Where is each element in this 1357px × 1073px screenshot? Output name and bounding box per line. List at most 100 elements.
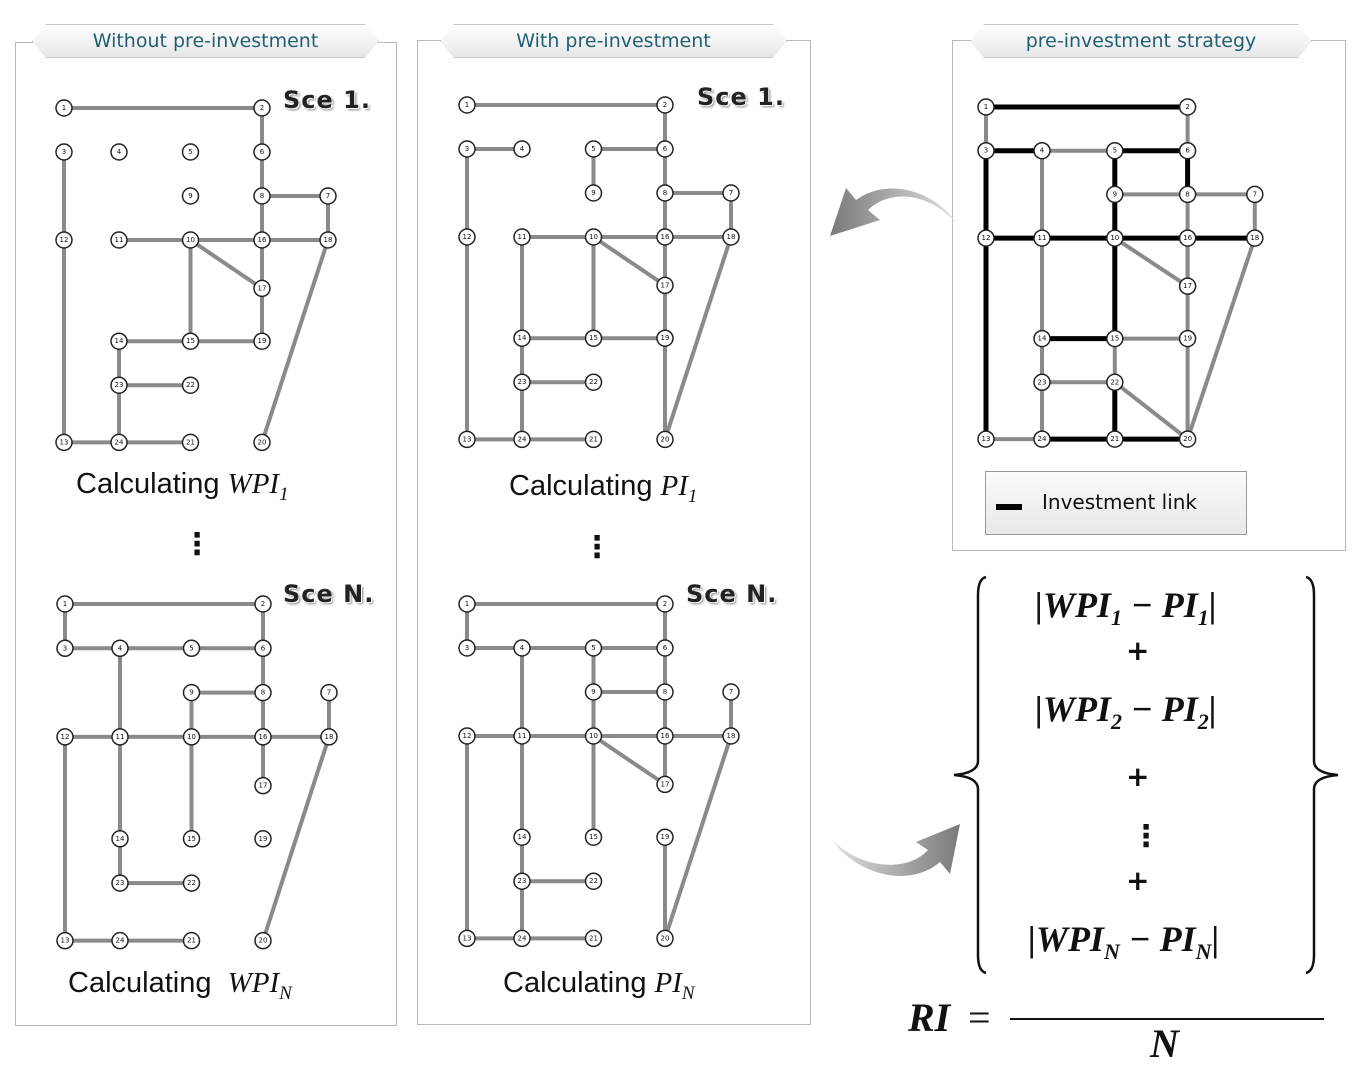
node-11: 11: [111, 728, 129, 746]
node-circle: [513, 828, 531, 846]
scenario-label-without-N: Sce N.: [283, 580, 375, 608]
node-label: 13: [463, 934, 472, 942]
node-17: 17: [656, 775, 674, 794]
node-16: 16: [656, 228, 674, 246]
node-23: 23: [513, 872, 531, 890]
node-circle: [181, 187, 200, 205]
node-10: 10: [584, 228, 603, 246]
node-circle: [253, 187, 271, 205]
node-label: 5: [189, 644, 193, 652]
node-circle: [181, 332, 200, 350]
tab-with-preinvestment: With pre-investment: [440, 24, 787, 58]
node-label: 3: [465, 145, 469, 153]
node-label: 9: [188, 192, 192, 200]
node-circle: [722, 727, 740, 745]
node-5: 5: [1106, 141, 1124, 160]
node-label: 8: [1185, 190, 1189, 198]
panel-with-preinvestment: [417, 40, 811, 1025]
tab-preinvestment-strategy: pre-investment strategy: [970, 24, 1312, 58]
node-label: 21: [186, 438, 195, 446]
node-20: 20: [656, 430, 674, 449]
link-18-20: [260, 239, 330, 444]
node-label: 11: [115, 236, 124, 244]
node-3: 3: [55, 143, 73, 161]
legend-box: Investment link: [985, 471, 1247, 535]
node-circle: [1106, 185, 1124, 204]
node-label: 19: [661, 334, 670, 342]
node-6: 6: [254, 639, 272, 658]
node-circle: [1178, 229, 1197, 247]
node-circle: [656, 683, 674, 701]
node-label: 16: [1183, 234, 1192, 242]
node-label: 14: [518, 833, 527, 841]
node-13: 13: [458, 929, 476, 948]
node-circle: [320, 683, 338, 702]
node-circle: [722, 683, 740, 701]
node-17: 17: [656, 276, 674, 295]
node-label: 10: [186, 236, 195, 244]
node-circle: [458, 430, 476, 449]
node-label: 7: [1253, 190, 1257, 198]
node-label: 4: [118, 644, 123, 652]
node-label: 22: [187, 879, 196, 887]
node-18: 18: [319, 231, 337, 249]
node-label: 5: [1113, 147, 1117, 155]
node-label: 16: [259, 733, 268, 741]
calc-sub: 1: [687, 485, 698, 507]
node-circle: [182, 830, 201, 848]
node-label: 18: [325, 733, 334, 741]
node-circle: [1178, 329, 1197, 348]
formula-plus-1: +: [1126, 634, 1150, 667]
node-22: 22: [584, 373, 603, 391]
node-circle: [584, 727, 603, 745]
node-13: 13: [458, 430, 476, 449]
node-label: 9: [1113, 190, 1117, 198]
node-circle: [254, 683, 272, 702]
node-label: 23: [115, 381, 124, 389]
node-label: 14: [1038, 335, 1047, 343]
node-circle: [584, 329, 603, 347]
node-label: 9: [591, 688, 595, 696]
node-19: 19: [656, 828, 674, 846]
link-18-20: [261, 736, 331, 942]
node-label: 24: [518, 435, 527, 443]
node-label: 11: [1038, 234, 1047, 242]
node-label: 10: [1110, 234, 1119, 242]
node-circle: [1246, 229, 1264, 247]
node-15: 15: [182, 830, 201, 848]
term-pi: − PI: [1119, 919, 1196, 959]
node-1: 1: [56, 595, 74, 613]
node-label: 12: [463, 732, 472, 740]
node-23: 23: [110, 376, 128, 394]
node-label: 14: [115, 337, 124, 345]
node-label: 22: [186, 381, 195, 389]
node-circle: [111, 639, 129, 658]
node-label: 23: [116, 879, 125, 887]
node-23: 23: [513, 373, 531, 391]
node-18: 18: [320, 728, 338, 746]
node-circle: [182, 683, 201, 702]
node-4: 4: [111, 639, 129, 658]
node-circle: [253, 433, 271, 452]
calc-label: Calculating: [509, 470, 653, 502]
node-20: 20: [656, 929, 674, 948]
node-circle: [1178, 185, 1197, 204]
node-13: 13: [55, 433, 73, 452]
calc-var: PI: [654, 967, 682, 999]
node-circle: [1106, 329, 1124, 348]
node-21: 21: [584, 430, 603, 449]
node-4: 4: [513, 140, 531, 158]
node-label: 1: [984, 103, 988, 111]
term-sub: N: [1103, 939, 1120, 965]
term-bar: |: [1211, 919, 1220, 959]
link-18-20: [1185, 237, 1257, 440]
term-sub: 2: [1110, 709, 1122, 735]
node-8: 8: [254, 683, 272, 702]
node-circle: [656, 184, 674, 202]
calc-pi-N: Calculating PIN: [503, 967, 695, 1005]
node-circle: [513, 929, 531, 948]
node-circle: [110, 376, 128, 394]
node-15: 15: [584, 828, 603, 846]
